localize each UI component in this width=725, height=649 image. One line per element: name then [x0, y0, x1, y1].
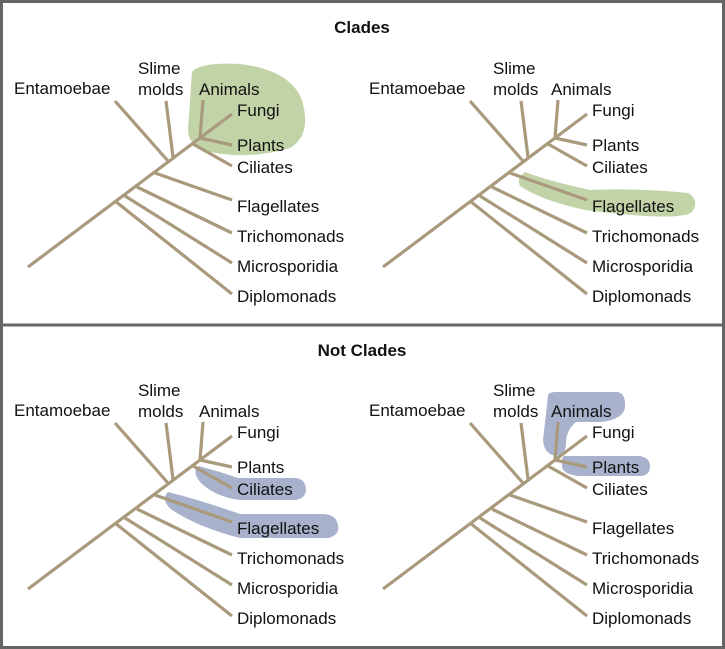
- panel-title-clades: Clades: [334, 18, 390, 37]
- label-molds: molds: [138, 80, 183, 99]
- labels-top-left: Entamoebae Slime molds Animals Fungi Pla…: [14, 59, 344, 306]
- label-plants: Plants: [592, 136, 639, 155]
- label-microsporidia: Microsporidia: [592, 579, 694, 598]
- label-entamoebae: Entamoebae: [14, 401, 110, 420]
- label-animals: Animals: [199, 402, 259, 421]
- label-diplomonads: Diplomonads: [237, 287, 336, 306]
- label-fungi: Fungi: [592, 101, 635, 120]
- label-ciliates: Ciliates: [237, 158, 293, 177]
- label-fungi: Fungi: [592, 423, 635, 442]
- highlight-ciliates: [195, 466, 306, 500]
- label-diplomonads: Diplomonads: [592, 287, 691, 306]
- tree-bottom-right: [381, 420, 589, 618]
- labels-bottom-left: Entamoebae Slime molds Animals Fungi Pla…: [14, 381, 344, 628]
- highlight-animals: [543, 392, 626, 456]
- label-microsporidia: Microsporidia: [592, 257, 694, 276]
- panel-title-not-clades: Not Clades: [318, 341, 407, 360]
- label-slime: Slime: [493, 381, 536, 400]
- label-ciliates: Ciliates: [592, 480, 648, 499]
- label-slime: Slime: [138, 59, 181, 78]
- label-flagellates: Flagellates: [592, 197, 674, 216]
- label-entamoebae: Entamoebae: [369, 401, 465, 420]
- label-ciliates: Ciliates: [592, 158, 648, 177]
- label-entamoebae: Entamoebae: [369, 79, 465, 98]
- label-molds: molds: [138, 402, 183, 421]
- label-diplomonads: Diplomonads: [237, 609, 336, 628]
- label-animals: Animals: [551, 402, 611, 421]
- label-plants: Plants: [592, 458, 639, 477]
- label-fungi: Fungi: [237, 423, 280, 442]
- highlight-flagellates: [518, 172, 696, 217]
- label-plants: Plants: [237, 458, 284, 477]
- label-plants: Plants: [237, 136, 284, 155]
- label-trichomonads: Trichomonads: [237, 227, 344, 246]
- tree-top-left: [26, 98, 234, 296]
- label-flagellates: Flagellates: [592, 519, 674, 538]
- label-molds: molds: [493, 80, 538, 99]
- highlight-animals-fungi-plants: [188, 63, 306, 156]
- label-slime: Slime: [493, 59, 536, 78]
- label-trichomonads: Trichomonads: [237, 549, 344, 568]
- label-fungi: Fungi: [237, 101, 280, 120]
- highlight-plants: [561, 456, 650, 476]
- labels-bottom-right: Entamoebae Slime molds Animals Fungi Pla…: [369, 381, 699, 628]
- label-flagellates: Flagellates: [237, 519, 319, 538]
- label-flagellates: Flagellates: [237, 197, 319, 216]
- label-molds: molds: [493, 402, 538, 421]
- label-trichomonads: Trichomonads: [592, 227, 699, 246]
- label-diplomonads: Diplomonads: [592, 609, 691, 628]
- label-microsporidia: Microsporidia: [237, 257, 339, 276]
- label-ciliates: Ciliates: [237, 480, 293, 499]
- label-entamoebae: Entamoebae: [14, 79, 110, 98]
- labels-top-right: Entamoebae Slime molds Animals Fungi Pla…: [369, 59, 699, 306]
- label-microsporidia: Microsporidia: [237, 579, 339, 598]
- highlight-flagellates-nc: [164, 492, 339, 538]
- label-animals: Animals: [551, 80, 611, 99]
- label-slime: Slime: [138, 381, 181, 400]
- label-animals: Animals: [199, 80, 259, 99]
- label-trichomonads: Trichomonads: [592, 549, 699, 568]
